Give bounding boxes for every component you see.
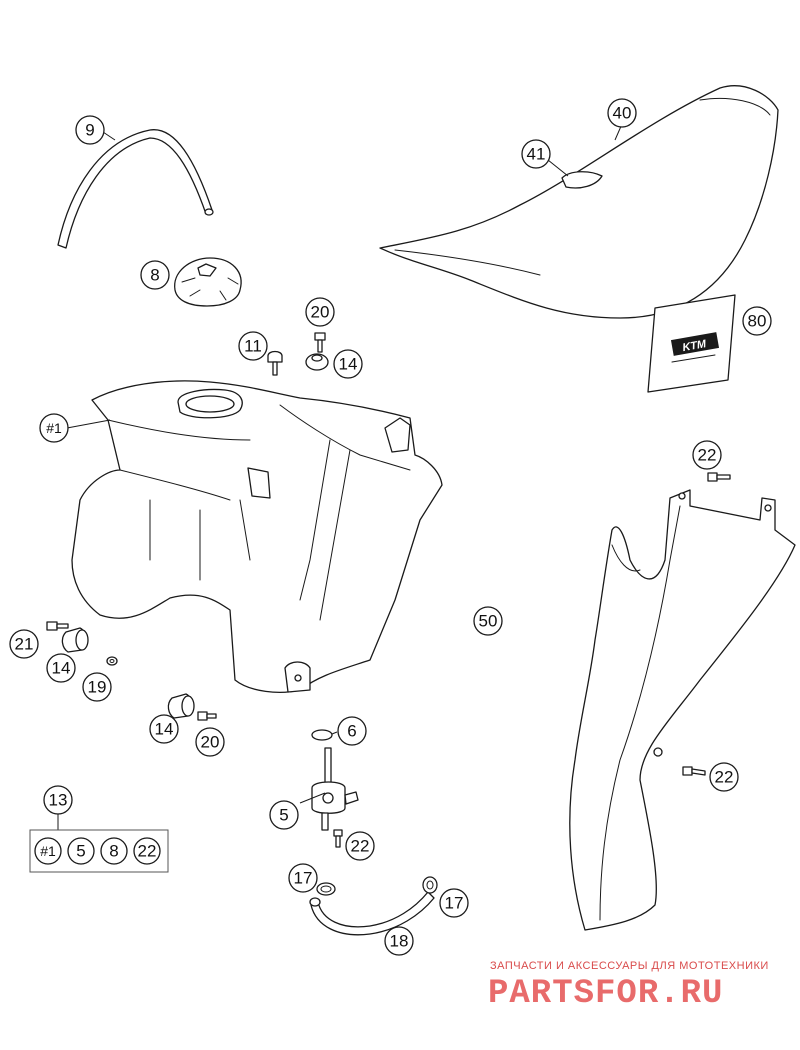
callout-9[interactable]: 9 bbox=[75, 115, 105, 145]
screw-11 bbox=[267, 350, 283, 376]
nut-19 bbox=[106, 656, 118, 666]
callout-5[interactable]: 5 bbox=[269, 800, 299, 830]
callout-13[interactable]: 13 bbox=[43, 785, 73, 815]
kit-item-1-label: #1 bbox=[40, 843, 56, 859]
tank-spoiler bbox=[569, 489, 796, 931]
callout-20a-label: 20 bbox=[311, 303, 330, 322]
kit-item-8[interactable]: 8 bbox=[100, 837, 128, 865]
decal-logo-text: KTM bbox=[682, 338, 708, 354]
hose-clamp-17b bbox=[422, 876, 438, 894]
fuel-cap bbox=[174, 257, 242, 307]
kit-box: #1 5 8 22 bbox=[29, 829, 169, 873]
callout-11[interactable]: 11 bbox=[238, 331, 268, 361]
callout-22b[interactable]: 22 bbox=[345, 831, 375, 861]
o-ring bbox=[311, 729, 333, 741]
callout-41[interactable]: 41 bbox=[521, 139, 551, 169]
watermark: ЗАПЧАСТИ И АКСЕССУАРЫ ДЛЯ МОТОТЕХНИКИ PA… bbox=[488, 960, 769, 1013]
callout-18-label: 18 bbox=[390, 932, 409, 951]
callout-20a[interactable]: 20 bbox=[305, 297, 335, 327]
callout-50-label: 50 bbox=[479, 612, 498, 631]
callout-20b-label: 20 bbox=[201, 733, 220, 752]
callout-19[interactable]: 19 bbox=[82, 672, 112, 702]
callout-17a-label: 17 bbox=[294, 869, 313, 888]
kit-item-5-label: 5 bbox=[76, 842, 85, 861]
callout-22b-label: 22 bbox=[351, 837, 370, 856]
screw-22b bbox=[333, 829, 343, 848]
callout-40-label: 40 bbox=[613, 104, 632, 123]
callout-1-label: #1 bbox=[46, 420, 62, 436]
callout-20b[interactable]: 20 bbox=[195, 727, 225, 757]
callout-14a-label: 14 bbox=[339, 355, 358, 374]
callout-41-label: 41 bbox=[527, 145, 546, 164]
fuel-tank bbox=[71, 380, 443, 693]
callout-9-label: 9 bbox=[85, 121, 94, 140]
callout-21[interactable]: 21 bbox=[9, 629, 39, 659]
callout-80[interactable]: 80 bbox=[742, 306, 772, 336]
screw-20b bbox=[197, 711, 217, 721]
fuel-hose bbox=[309, 891, 435, 936]
callout-5-label: 5 bbox=[279, 806, 288, 825]
callout-14c-label: 14 bbox=[155, 720, 174, 739]
seat bbox=[379, 85, 779, 319]
fuel-tap bbox=[311, 747, 359, 831]
callout-6-label: 6 bbox=[347, 722, 356, 741]
callout-14a[interactable]: 14 bbox=[333, 349, 363, 379]
kit-item-5[interactable]: 5 bbox=[67, 837, 95, 865]
watermark-tagline: ЗАПЧАСТИ И АКСЕССУАРЫ ДЛЯ МОТОТЕХНИКИ bbox=[490, 960, 769, 972]
watermark-brand: PARTSFOR.RU bbox=[488, 975, 723, 1013]
kit-item-8-label: 8 bbox=[109, 842, 118, 861]
screw-21 bbox=[46, 621, 69, 631]
callout-22a-label: 22 bbox=[698, 446, 717, 465]
callout-21-label: 21 bbox=[15, 635, 34, 654]
callout-11-label: 11 bbox=[244, 337, 262, 356]
callout-22c-label: 22 bbox=[715, 768, 734, 787]
screw-20a bbox=[314, 332, 326, 353]
bushing-14c bbox=[167, 693, 195, 719]
callout-1[interactable]: #1 bbox=[39, 413, 69, 443]
callout-14b-label: 14 bbox=[52, 659, 71, 678]
seat-bracket bbox=[561, 171, 603, 189]
callout-6[interactable]: 6 bbox=[337, 716, 367, 746]
hose-clamp-17a bbox=[316, 882, 336, 896]
screw-22c bbox=[682, 766, 706, 776]
kit-item-22-label: 22 bbox=[138, 842, 157, 861]
bushing-14a bbox=[305, 353, 329, 371]
screw-22a bbox=[707, 472, 731, 482]
callout-50[interactable]: 50 bbox=[473, 606, 503, 636]
callout-17a[interactable]: 17 bbox=[288, 863, 318, 893]
callout-14b[interactable]: 14 bbox=[46, 653, 76, 683]
callout-22a[interactable]: 22 bbox=[692, 440, 722, 470]
callout-40[interactable]: 40 bbox=[607, 98, 637, 128]
callout-8-label: 8 bbox=[150, 266, 159, 285]
callout-80-label: 80 bbox=[748, 312, 767, 331]
breather-hose bbox=[57, 129, 214, 249]
kit-item-1[interactable]: #1 bbox=[34, 837, 62, 865]
callout-19-label: 19 bbox=[88, 678, 107, 697]
callout-17b-label: 17 bbox=[445, 894, 464, 913]
bushing-14b bbox=[61, 627, 89, 653]
callout-17b[interactable]: 17 bbox=[439, 888, 469, 918]
callout-14c[interactable]: 14 bbox=[149, 714, 179, 744]
kit-item-22[interactable]: 22 bbox=[133, 837, 161, 865]
ktm-decal: KTM bbox=[647, 294, 736, 393]
callout-22c[interactable]: 22 bbox=[709, 762, 739, 792]
callout-8[interactable]: 8 bbox=[140, 260, 170, 290]
callout-13-label: 13 bbox=[49, 791, 68, 810]
callout-18[interactable]: 18 bbox=[384, 926, 414, 956]
